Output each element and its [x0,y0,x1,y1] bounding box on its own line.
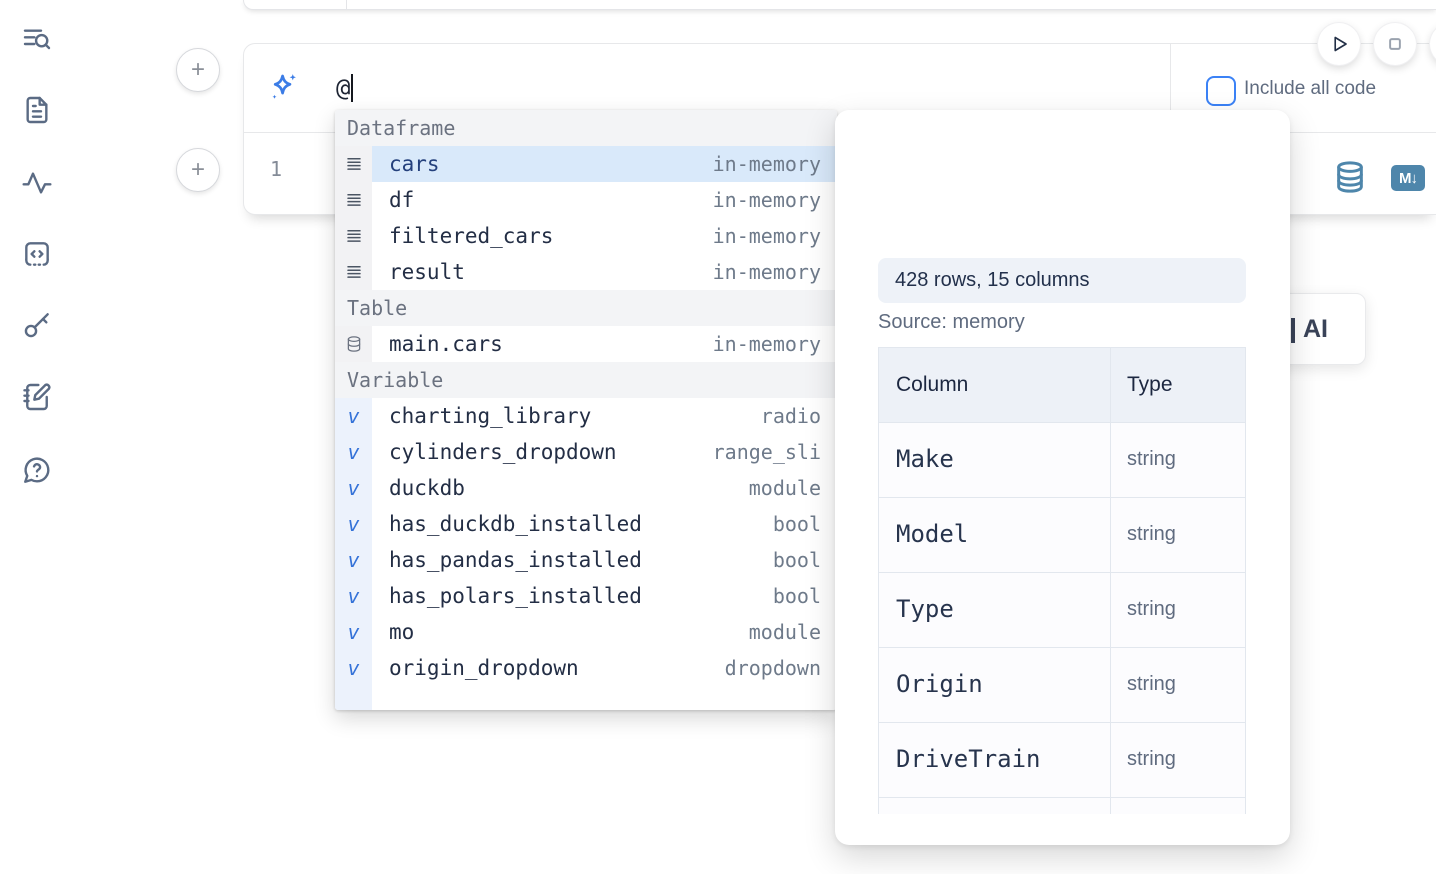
database-icon [1337,161,1363,193]
play-icon [1334,36,1347,52]
previous-cell-divider [346,0,347,9]
left-sidebar [0,0,72,874]
ai-row-divider [1170,44,1171,132]
file-text-icon [26,96,48,124]
schema-table-row: Origin string [879,648,1245,723]
add-cell-button-top[interactable]: + [176,48,220,92]
ai-button-label: AI [1303,315,1328,343]
autocomplete-item-clipped[interactable] [335,686,837,710]
include-all-code-label: Include all code [1244,78,1377,99]
italic-v-glyph: v [347,656,360,680]
schema-table: Column Type Make string Model string Typ… [878,347,1246,814]
activity-icon [22,172,52,194]
schema-table-row: Type string [879,573,1245,648]
rows-icon [346,158,361,170]
line-number: 1 [270,157,283,181]
autocomplete-section-header: Variable [335,362,837,398]
ai-prompt-row: @ Include all code [244,44,1436,132]
ai-prompt-input[interactable]: @ [336,71,354,105]
schema-table-header: Column Type [879,348,1245,423]
sidebar-scratchpad-button[interactable] [21,381,53,413]
run-cell-button[interactable] [1318,23,1360,65]
italic-v-glyph: v [347,512,360,536]
extra-cell-button[interactable] [1430,23,1436,65]
schema-table-row-clipped [879,798,1245,814]
italic-v-glyph: v [347,476,360,500]
rows-icon [346,194,361,206]
database-icon [347,336,360,352]
code-square-icon [25,242,49,266]
italic-v-glyph: v [347,404,360,428]
preview-dimensions-badge: 428 rows, 15 columns [878,258,1246,303]
help-circle-icon [24,457,50,483]
sidebar-files-button[interactable] [21,94,53,126]
autocomplete-section-header: Dataframe [335,110,837,146]
sidebar-help-button[interactable] [21,454,53,486]
italic-v-glyph: v [347,440,360,464]
stop-square-icon [1389,38,1401,50]
sql-cell-button[interactable] [1333,160,1367,194]
sidebar-snippets-button[interactable] [21,238,53,270]
text-caret [351,74,354,102]
ai-prompt-value: @ [336,74,351,102]
include-all-code-checkbox[interactable] [1206,76,1236,106]
schema-table-row: Model string [879,498,1245,573]
dataframe-preview-panel: cars Source: memory 428 rows, 15 columns… [835,110,1290,845]
key-icon [24,313,49,338]
previous-cell-edge [243,0,1436,10]
italic-v-glyph: v [347,584,360,608]
italic-v-glyph: v [347,620,360,644]
sidebar-secrets-button[interactable] [21,309,53,341]
rows-icon [346,266,361,278]
rows-icon [346,230,361,242]
markdown-icon: M↓ [1399,170,1418,187]
schema-table-row: Make string [879,423,1245,498]
clipped-text-fragment [1291,318,1295,343]
add-cell-button-bottom[interactable]: + [176,148,220,192]
italic-v-glyph: v [347,548,360,572]
markdown-cell-button[interactable]: M↓ [1391,165,1425,191]
stop-cell-button[interactable] [1374,23,1416,65]
sidebar-tracing-button[interactable] [21,167,53,199]
ai-sparkle-icon [272,74,296,99]
schema-table-row: DriveTrain string [879,723,1245,798]
preview-source: Source: memory [878,311,1025,333]
autocomplete-section-header: Table [335,290,837,326]
sidebar-toc-search-button[interactable] [21,24,53,56]
notebook-pen-icon [23,383,51,411]
list-search-icon [23,29,51,50]
